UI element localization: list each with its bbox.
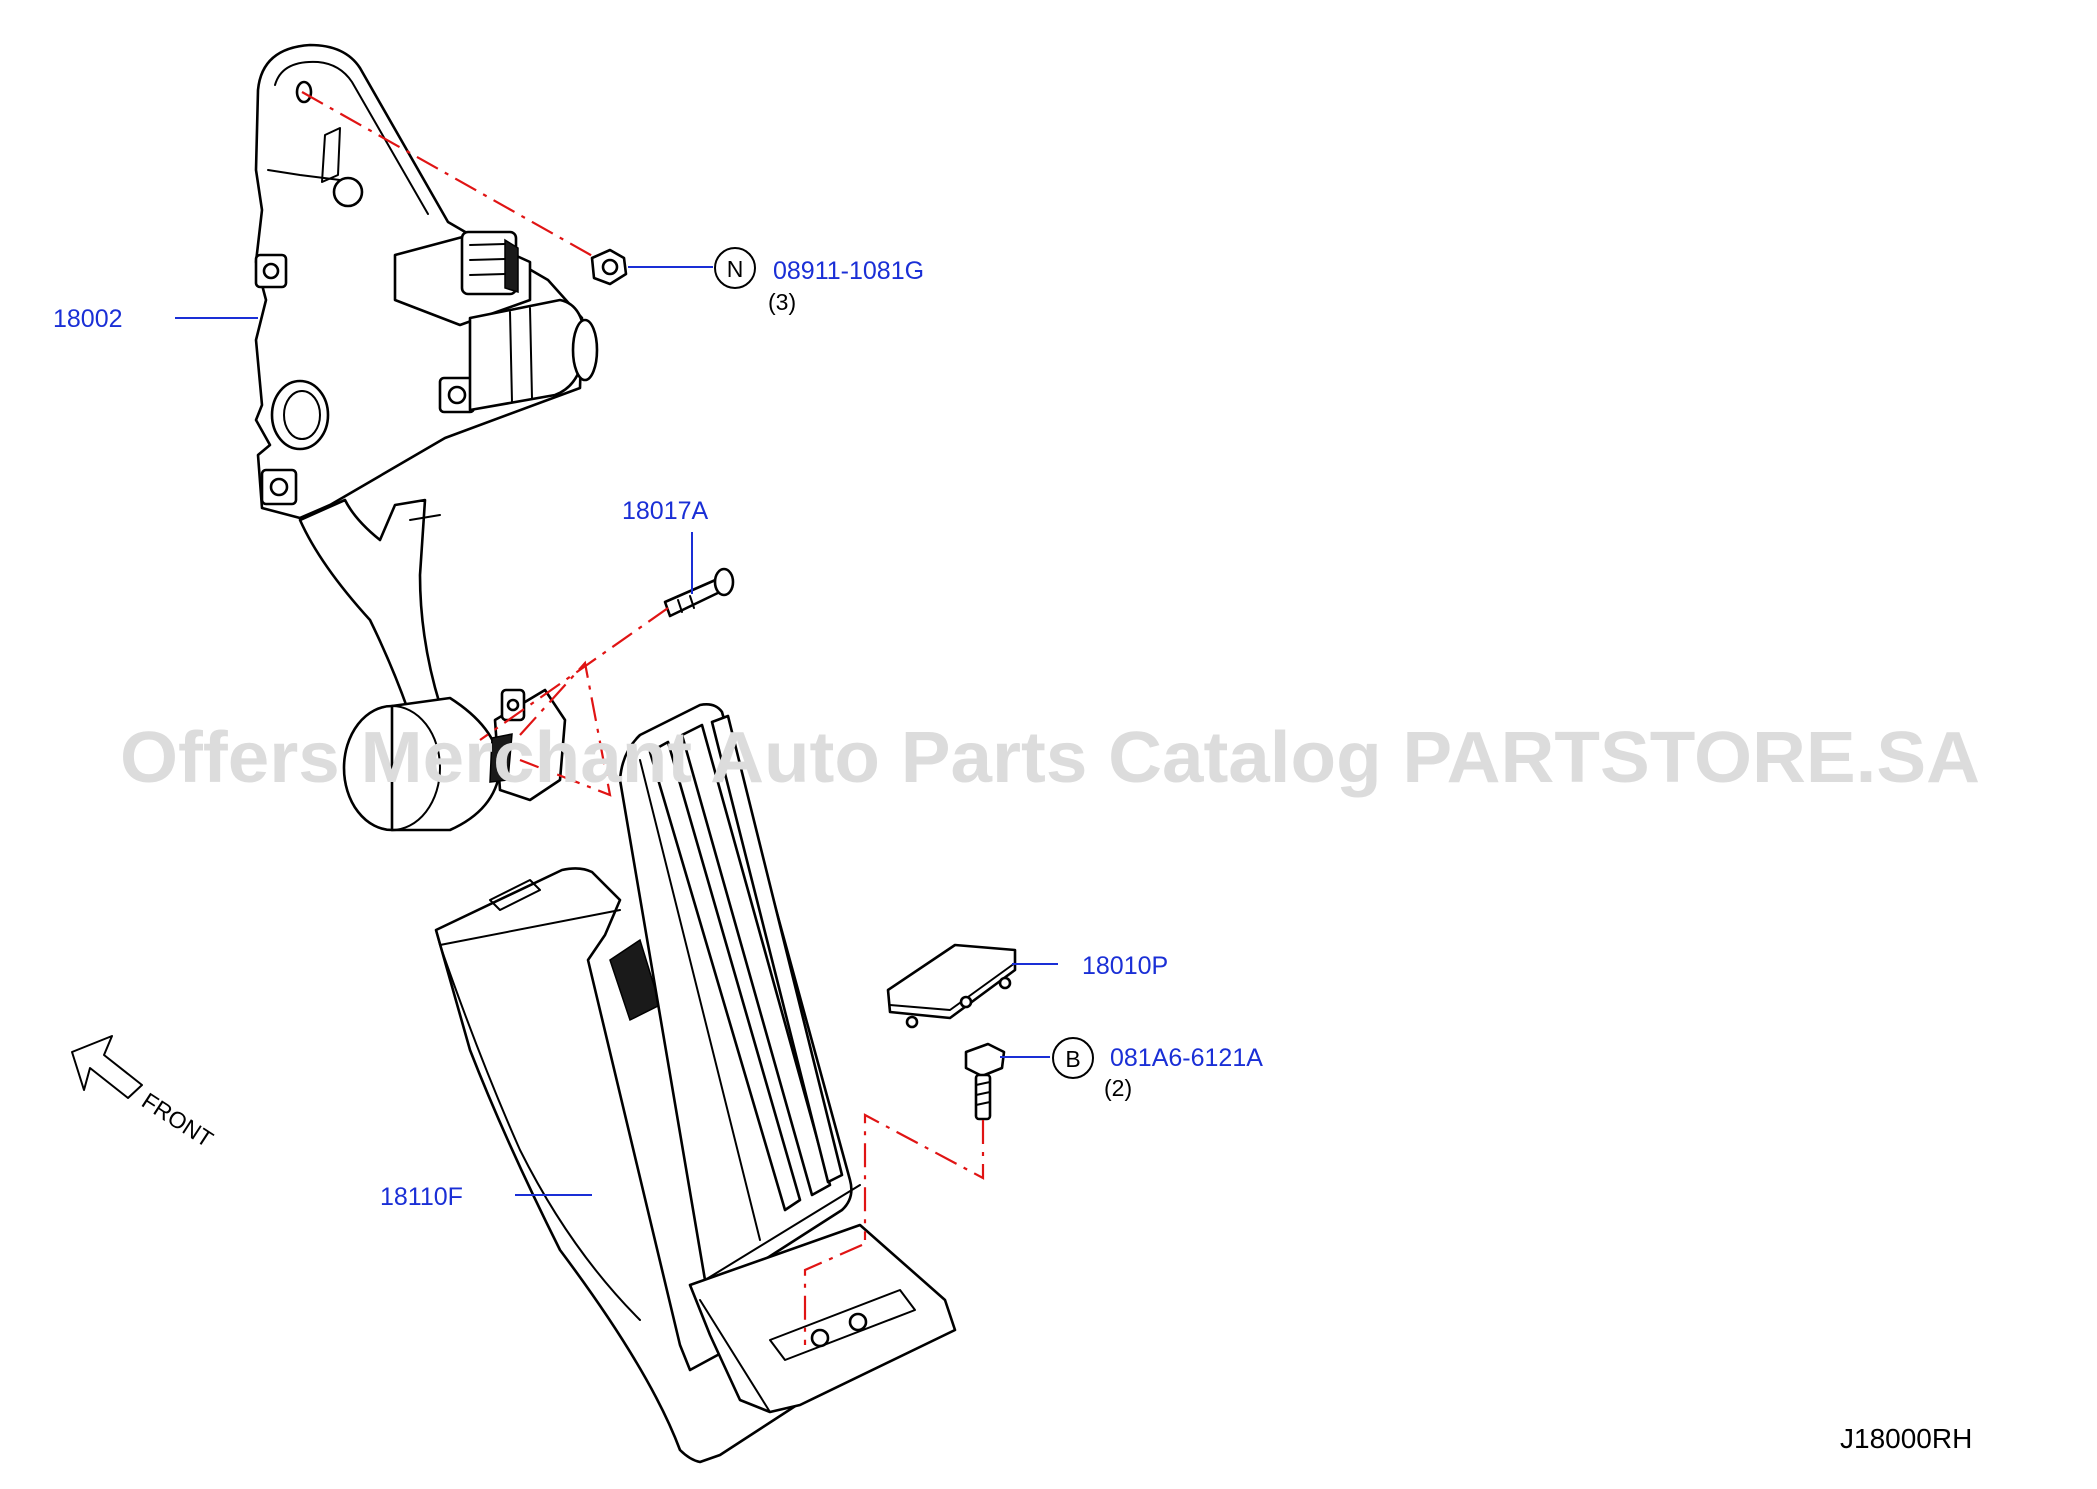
- callout-18010P: 18010P: [1082, 952, 1168, 980]
- callout-18002: 18002: [53, 305, 123, 333]
- diagram-code: J18000RH: [1840, 1423, 1972, 1454]
- symbol-b: B: [1065, 1046, 1080, 1072]
- bolt-part: [964, 1042, 1006, 1121]
- pedal-bracket-assembly: [254, 43, 599, 832]
- front-label: FRONT: [137, 1087, 218, 1152]
- nut-part: [590, 248, 628, 286]
- callout-081A6-6121A: 081A6-6121A: [1110, 1044, 1263, 1072]
- front-direction-arrow: [71, 1035, 143, 1099]
- qty-nut: (3): [768, 289, 796, 315]
- cover-part: [886, 943, 1017, 1029]
- phantom-lines: [301, 91, 985, 1345]
- callout-18017A: 18017A: [622, 497, 709, 525]
- symbol-n: N: [727, 256, 744, 282]
- callout-08911-1081G: 08911-1081G: [773, 257, 924, 285]
- pedal-pad-assembly: [434, 703, 957, 1464]
- watermark-text: Offers Merchant Auto Parts Catalog PARTS…: [120, 718, 1980, 798]
- symbol-circle-b: [1052, 1037, 1094, 1079]
- qty-bolt: (2): [1104, 1075, 1132, 1101]
- symbol-circle-n: [714, 247, 756, 289]
- callout-18110F: 18110F: [380, 1183, 463, 1211]
- clevis-pin-part: [663, 567, 735, 618]
